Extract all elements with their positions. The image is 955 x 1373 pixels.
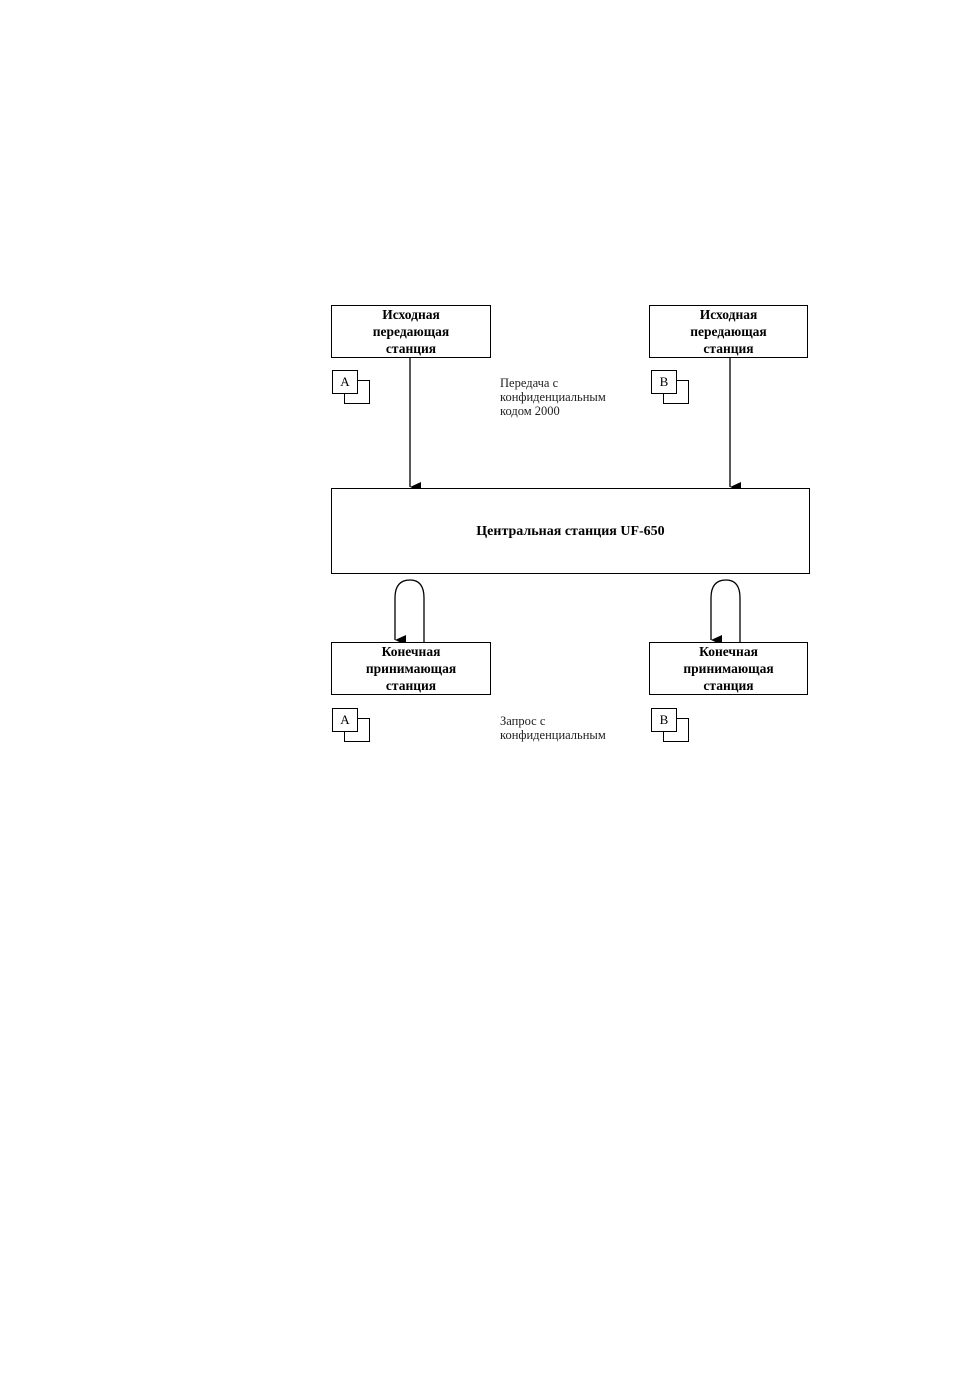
- document-a-bottom-label: A: [332, 708, 358, 732]
- source-station-a: Исходная передающая станция: [331, 305, 491, 358]
- note-request-line1: Запрос с: [500, 714, 606, 728]
- document-b-bottom-label: B: [651, 708, 677, 732]
- document-a-bottom-icon: A: [332, 708, 372, 744]
- destination-station-b: Конечная принимающая станция: [649, 642, 808, 695]
- note-request-line2: конфиденциальным: [500, 728, 606, 742]
- document-b-bottom-icon: B: [651, 708, 691, 744]
- destination-station-a-line1: Конечная: [382, 643, 441, 660]
- document-b-top-icon: B: [651, 370, 691, 406]
- note-transmit-line3: кодом 2000: [500, 404, 606, 418]
- source-station-b-line1: Исходная: [700, 306, 758, 323]
- destination-station-a-line3: станция: [386, 677, 436, 694]
- central-station-label: Центральная станция UF-650: [476, 523, 664, 540]
- destination-station-a: Конечная принимающая станция: [331, 642, 491, 695]
- loop-arrow-central-to-dest-b: [711, 580, 740, 642]
- note-request: Запрос с конфиденциальным: [500, 714, 606, 742]
- source-station-a-line2: передающая: [373, 323, 449, 340]
- note-transmit-line2: конфиденциальным: [500, 390, 606, 404]
- note-transmit: Передача с конфиденциальным кодом 2000: [500, 376, 606, 418]
- central-station: Центральная станция UF-650: [331, 488, 810, 574]
- loop-arrow-central-to-dest-a: [395, 580, 424, 642]
- document-a-top-icon: A: [332, 370, 372, 406]
- source-station-a-line3: станция: [386, 340, 436, 357]
- document-b-top-label: B: [651, 370, 677, 394]
- source-station-b: Исходная передающая станция: [649, 305, 808, 358]
- destination-station-a-line2: принимающая: [366, 660, 456, 677]
- source-station-b-line3: станция: [703, 340, 753, 357]
- destination-station-b-line2: принимающая: [683, 660, 773, 677]
- source-station-b-line2: передающая: [690, 323, 766, 340]
- destination-station-b-line3: станция: [703, 677, 753, 694]
- source-station-a-line1: Исходная: [382, 306, 440, 323]
- note-transmit-line1: Передача с: [500, 376, 606, 390]
- destination-station-b-line1: Конечная: [699, 643, 758, 660]
- document-a-top-label: A: [332, 370, 358, 394]
